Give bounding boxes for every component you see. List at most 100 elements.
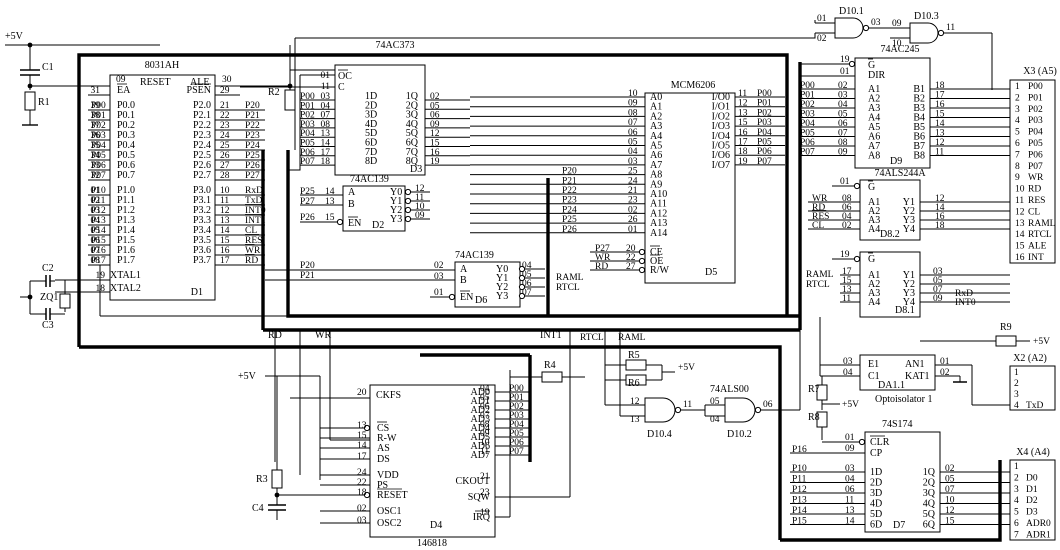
d3-oc-ground xyxy=(289,45,335,71)
d5-io: I/O6 xyxy=(712,150,730,161)
d1-left-pin-name: P0.5 xyxy=(117,150,135,161)
label: 01 xyxy=(840,177,850,187)
label: B8 xyxy=(913,151,925,162)
d2-name: 74AC139 xyxy=(350,174,389,185)
label: 11 xyxy=(480,447,489,457)
label: D8.2 xyxy=(880,229,900,240)
d1-name: 8031AH xyxy=(145,60,179,71)
label: +5V xyxy=(1033,337,1050,347)
d1-net: P14 xyxy=(91,226,106,236)
label: 4Q xyxy=(923,499,936,510)
d5-addr: A10 xyxy=(650,189,667,200)
label: OSC2 xyxy=(377,518,401,529)
d1-left-pin-name: P0.2 xyxy=(117,120,135,131)
label: P07 xyxy=(800,148,815,158)
label: 18 xyxy=(935,221,945,231)
wire xyxy=(295,33,816,39)
label: 24 xyxy=(357,468,367,478)
label: +5V xyxy=(678,363,695,373)
d5-pin: 24 xyxy=(628,176,638,186)
label: 01 xyxy=(940,357,950,367)
label: INT0 xyxy=(955,298,976,308)
label: RTCL xyxy=(580,333,604,343)
label: P02 xyxy=(509,402,524,412)
label: 03 xyxy=(845,464,855,474)
r4-resistor xyxy=(541,371,563,383)
label: P05 xyxy=(1028,139,1043,149)
label: 03 xyxy=(933,267,943,277)
d1-net: P02 xyxy=(91,121,106,131)
d1-left-pin-name: P1.7 xyxy=(117,255,135,266)
d1-net: P07 xyxy=(91,171,106,181)
d5-io-net: P04 xyxy=(757,128,772,138)
r5-resistor xyxy=(625,359,647,371)
label: P06 xyxy=(1028,150,1043,160)
label: P26 xyxy=(300,213,315,223)
bus-top-loop xyxy=(77,53,789,347)
label: CP xyxy=(870,448,883,459)
d3-d-label: 7D xyxy=(365,147,377,158)
d5-addr: A0 xyxy=(650,92,662,103)
d1-right-pin-name: P2.6 xyxy=(193,160,211,171)
d5-pin: 15 xyxy=(738,118,748,128)
d1-left-pin-number: 34 xyxy=(91,151,101,161)
d1-net: P10 xyxy=(91,186,106,196)
label: RD xyxy=(812,203,825,213)
label: 10 xyxy=(945,496,955,506)
d5-pin: 17 xyxy=(738,138,748,148)
inversion-bubble xyxy=(754,406,762,414)
d5-net: P22 xyxy=(562,186,577,196)
inversion-bubble xyxy=(848,60,856,68)
d5-io: I/O0 xyxy=(712,92,730,103)
d5-io: I/O3 xyxy=(712,121,730,132)
label: 07 xyxy=(945,485,955,495)
label: A2 xyxy=(868,279,880,290)
d1-right-pin-number: 11 xyxy=(220,196,229,206)
label: 11 xyxy=(1015,196,1024,206)
wire xyxy=(288,75,301,171)
d1-net: P11 xyxy=(91,196,106,206)
d3-d-label: 3D xyxy=(365,110,377,121)
label: 04 xyxy=(710,415,720,425)
label: 4 xyxy=(1014,496,1019,506)
label: 02 xyxy=(817,34,827,44)
d3-d-label: 8D xyxy=(365,156,377,167)
label: P01 xyxy=(1028,93,1043,103)
d3-net: P04 xyxy=(300,129,315,139)
label: 4 xyxy=(1014,401,1019,411)
d1-right-pin-name: P2.2 xyxy=(193,120,211,131)
label: 08 xyxy=(838,138,848,148)
d1-out-net: P20 xyxy=(245,101,260,111)
d1-right-pin-number: 25 xyxy=(220,141,230,151)
label: AD7 xyxy=(471,450,490,461)
optoisolator-name: Optoisolator 1 xyxy=(875,394,933,405)
d1-net: P00 xyxy=(91,101,106,111)
d3-pin: 08 xyxy=(321,120,331,130)
inversion-bubble xyxy=(853,182,861,190)
label: WR xyxy=(315,330,331,341)
d5-net: P26 xyxy=(562,225,577,235)
label: Y3 xyxy=(496,291,508,302)
d3-ref: D3 xyxy=(410,164,422,175)
d3-pin: 06 xyxy=(430,111,440,121)
junction-dot xyxy=(27,42,33,48)
label: P02 xyxy=(1028,105,1043,115)
d1-left-pin-name: P1.1 xyxy=(117,195,135,206)
d1-left-pin-number: 02 xyxy=(91,196,101,206)
d1-out-net: P27 xyxy=(245,171,260,181)
d1-left-pin-name: P1.3 xyxy=(117,215,135,226)
label: 14 xyxy=(1015,230,1025,240)
label: WR xyxy=(1028,173,1044,183)
transceiver-74ac245 xyxy=(854,57,931,169)
label: WR xyxy=(595,253,611,263)
label: 10 xyxy=(1015,185,1025,195)
label: 5 xyxy=(1015,128,1020,138)
d1-right-pin-name: P3.3 xyxy=(193,215,211,226)
d1-right-pin-number: 10 xyxy=(220,186,230,196)
zq1-label: ZQ1 xyxy=(40,292,58,303)
c3-label: C3 xyxy=(42,320,54,331)
label: 05 xyxy=(710,397,720,407)
d5-addr: A12 xyxy=(650,208,667,219)
d3-c: C xyxy=(338,82,345,93)
